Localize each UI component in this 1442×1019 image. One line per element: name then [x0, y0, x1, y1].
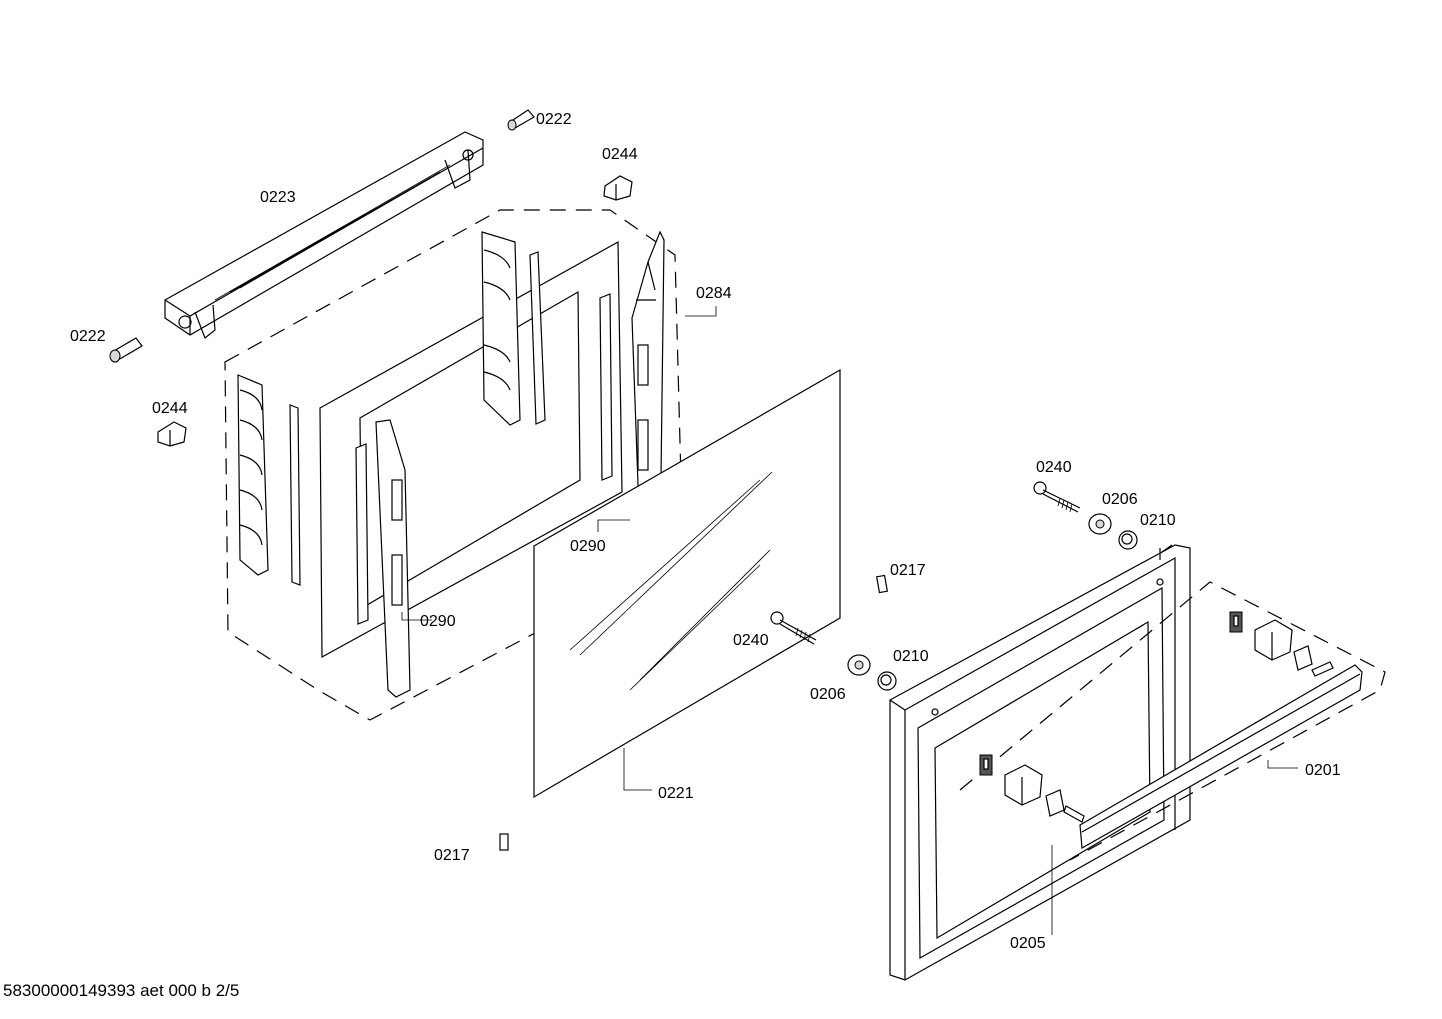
- label-0244-left: 0244: [152, 400, 188, 417]
- label-0222-left: 0222: [70, 328, 106, 345]
- inner-frame-dashed-outline: [224, 209, 684, 721]
- label-0210-mid: 0210: [893, 648, 929, 665]
- clip-0217-mid: [875, 574, 889, 594]
- label-0284: 0284: [696, 285, 732, 302]
- clip-0217-low: [499, 833, 509, 851]
- left-vent-bracket: [237, 374, 301, 586]
- label-0217-low: 0217: [434, 847, 470, 864]
- washer-0206-right: [1088, 513, 1112, 535]
- screw-0240-mid: [770, 611, 817, 645]
- label-0210-right: 0210: [1140, 512, 1176, 529]
- label-0223: 0223: [260, 189, 296, 206]
- handle-bracket-left: [979, 754, 1085, 823]
- outer-glass-pane-0221: [533, 368, 841, 799]
- label-0217-mid: 0217: [890, 562, 926, 579]
- leader-lines: [401, 306, 1298, 935]
- spacer-0210-right: [1118, 530, 1138, 550]
- pin-0222-top: [507, 109, 535, 131]
- label-0206-right: 0206: [1102, 491, 1138, 508]
- hinge-clip-0244-top: [603, 175, 633, 201]
- outer-door-panel-0205: [889, 544, 1191, 981]
- drawing-reference-footer: 58300000149393 aet 000 b 2/5: [3, 981, 239, 1000]
- label-0240-right: 0240: [1036, 459, 1072, 476]
- label-0205: 0205: [1010, 935, 1046, 952]
- upper-right-vent-bracket: [481, 231, 546, 426]
- top-trim-bar-0223: [164, 131, 484, 339]
- label-0221: 0221: [658, 785, 694, 802]
- handle-bracket-right: [1229, 611, 1334, 677]
- handle-dashed-outline: [959, 581, 1386, 861]
- pin-0222-left: [109, 337, 143, 363]
- label-0244-top: 0244: [602, 146, 638, 163]
- label-0290-mid: 0290: [570, 538, 606, 555]
- label-0206-mid: 0206: [810, 686, 846, 703]
- part-labels: 0222 0244 0223 0284 0222 0244 0240 0206 …: [70, 111, 1341, 952]
- washer-0206-mid: [847, 654, 871, 676]
- spacer-0210-mid: [877, 671, 897, 691]
- label-0222-top: 0222: [536, 111, 572, 128]
- label-0290-low: 0290: [420, 613, 456, 630]
- screw-0240-right: [1033, 481, 1081, 513]
- hinge-clip-0244-left: [157, 421, 187, 447]
- handle-bar-0201: [1079, 664, 1363, 849]
- hinge-strap-0290-left: [375, 419, 411, 698]
- label-0201: 0201: [1305, 762, 1341, 779]
- label-0240-mid: 0240: [733, 632, 769, 649]
